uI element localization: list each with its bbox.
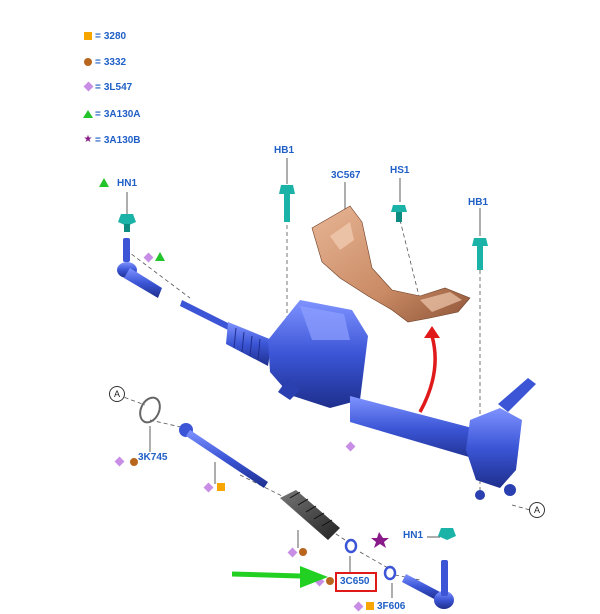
legend-equals: = bbox=[95, 30, 101, 42]
triangle-mark-hn1-top bbox=[99, 178, 109, 187]
star-icon: ★ bbox=[83, 134, 93, 145]
label-3c650: 3C650 bbox=[340, 576, 370, 587]
nut-hn1-bottom bbox=[438, 528, 456, 540]
legend-code: 3332 bbox=[103, 56, 127, 68]
steering-boot bbox=[280, 490, 340, 540]
outer-tie-rod-end-right bbox=[402, 560, 454, 609]
legend-row-square: = 3280 bbox=[82, 29, 126, 43]
callout-lines bbox=[126, 158, 481, 598]
inner-tie-rod bbox=[179, 423, 268, 488]
legend-equals: = bbox=[95, 81, 101, 93]
red-curved-arrow bbox=[418, 335, 437, 413]
label-hb1-left: HB1 bbox=[274, 145, 295, 156]
green-pointer-arrow-head bbox=[300, 566, 328, 588]
legend-marks-tie-rod bbox=[143, 252, 165, 263]
label-3k745: 3K745 bbox=[138, 452, 168, 463]
diamond-mark-rack bbox=[345, 441, 356, 452]
label-hn1-top: HN1 bbox=[117, 178, 138, 189]
legend-code: 3280 bbox=[103, 30, 127, 42]
snap-ring-3k745 bbox=[139, 396, 161, 424]
outer-tie-rod-end-left bbox=[117, 238, 162, 298]
label-3c567: 3C567 bbox=[331, 170, 361, 181]
label-hb1-right: HB1 bbox=[468, 197, 489, 208]
reference-marker-a-left: A bbox=[109, 386, 125, 402]
legend-marks-inner-rod bbox=[203, 482, 225, 493]
legend-row-triangle: = 3A130A bbox=[82, 107, 141, 121]
legend-row-dot: = 3332 bbox=[82, 55, 126, 69]
legend-code: 3A130A bbox=[103, 108, 141, 120]
red-arrow-head bbox=[424, 326, 440, 338]
legend-row-star: ★ = 3A130B bbox=[82, 133, 141, 147]
legend-equals: = bbox=[95, 134, 101, 146]
heat-shield-3c567 bbox=[311, 205, 471, 323]
diamond-icon bbox=[82, 81, 94, 93]
label-3f606: 3F606 bbox=[377, 601, 406, 612]
stud-hs1 bbox=[391, 205, 407, 222]
dot-icon bbox=[130, 457, 139, 466]
reference-marker-a-right: A bbox=[529, 502, 545, 518]
legend-code: 3L547 bbox=[103, 81, 133, 93]
label-hn1-bottom: HN1 bbox=[403, 530, 424, 541]
diamond-icon bbox=[114, 456, 125, 467]
boot-clamp-3f606 bbox=[383, 565, 397, 581]
triangle-icon bbox=[82, 109, 94, 120]
legend-code: 3A130B bbox=[103, 134, 141, 146]
steering-rack-assembly bbox=[180, 300, 536, 500]
legend-equals: = bbox=[95, 56, 101, 68]
green-pointer-arrow-shaft bbox=[231, 571, 301, 579]
legend-marks-boot bbox=[287, 547, 307, 558]
highlight-box-3c650 bbox=[335, 572, 377, 592]
legend-row-diamond: = 3L547 bbox=[82, 80, 132, 94]
bolt-hb1-right bbox=[472, 238, 488, 270]
star-mark-hn1-bottom bbox=[371, 532, 389, 548]
legend-marks-3k745 bbox=[114, 453, 139, 471]
legend-equals: = bbox=[95, 108, 101, 120]
legend-marks-3f606 bbox=[353, 601, 374, 612]
label-hs1: HS1 bbox=[390, 165, 410, 176]
nut-hn1-top bbox=[118, 214, 136, 232]
boot-clamp-3c650 bbox=[344, 538, 358, 554]
square-icon bbox=[82, 31, 94, 42]
dot-icon bbox=[82, 57, 94, 68]
bolt-hb1-left bbox=[279, 185, 295, 222]
